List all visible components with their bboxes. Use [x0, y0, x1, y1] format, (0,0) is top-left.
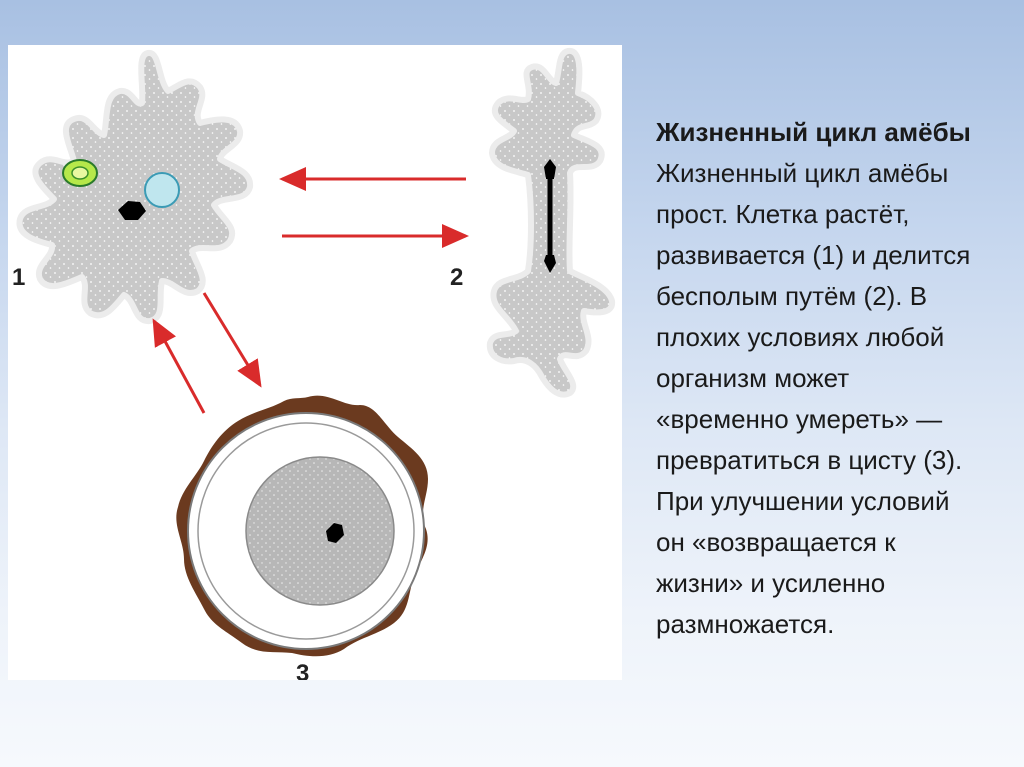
description-line: развивается (1) и делится: [656, 240, 971, 270]
description-line: размножается.: [656, 609, 835, 639]
amoeba-body: [16, 50, 254, 325]
arrow-3-to-1: [152, 318, 206, 414]
slide-title: Жизненный цикл амёбы: [656, 117, 971, 147]
nucleus-icon: [118, 201, 146, 220]
stage-label-1: 1: [12, 264, 25, 291]
stage-label-2: 2: [450, 264, 463, 291]
contractile-vacuole-center-icon: [71, 166, 89, 180]
nucleus-top-icon: [544, 159, 556, 179]
description-line: плохих условиях любой: [656, 322, 945, 352]
description-text: Жизненный цикл амёбы Жизненный цикл амёб…: [656, 112, 1016, 645]
cyst-cytoplasm: [245, 456, 395, 606]
nucleus-bottom-icon: [544, 255, 556, 273]
description-line: организм может: [656, 363, 850, 393]
arrow-1-to-3: [202, 292, 262, 388]
amoeba-stage-3-cyst: [176, 395, 428, 657]
description-line: При улучшении условий: [656, 486, 950, 516]
cyst-nucleus-icon: [326, 523, 344, 543]
cycle-arrows: [152, 167, 469, 414]
description-line: он «возвращается к: [656, 527, 896, 557]
amoeba-stage-1: [16, 50, 254, 325]
figure-canvas: 1 2 3: [12, 48, 616, 680]
description-line: «временно умереть» —: [656, 404, 943, 434]
description-line: бесполым путём (2). В: [656, 281, 928, 311]
description-line: Жизненный цикл амёбы: [656, 158, 949, 188]
amoeba-life-cycle-figure: 1 2 3: [8, 45, 622, 680]
amoeba-stage-2: [486, 48, 616, 398]
description-line: жизни» и усиленно: [656, 568, 886, 598]
description-line: превратиться в цисту (3).: [656, 445, 963, 475]
stage-label-3: 3: [296, 660, 309, 680]
food-vacuole-icon: [144, 172, 180, 208]
description-line: прост. Клетка растёт,: [656, 199, 910, 229]
